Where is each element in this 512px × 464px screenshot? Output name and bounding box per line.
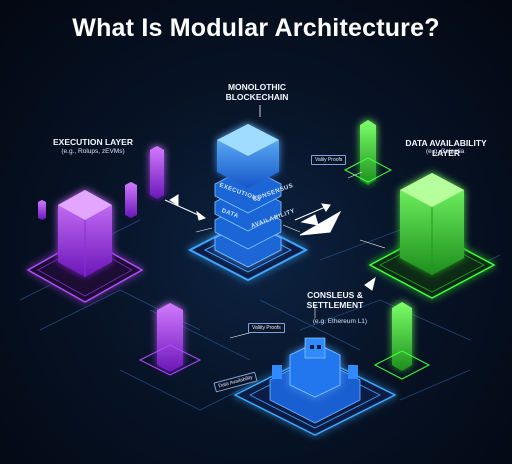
page-title: What Is Modular Architecture? <box>72 14 440 42</box>
consensus-castle <box>233 337 397 436</box>
execution-layer-example: (e.g., Rolups, zEVMs) <box>61 148 125 155</box>
execution-layer-block <box>26 190 144 303</box>
data-availability-block <box>368 173 496 299</box>
execution-layer-label: EXECUTION LAYER <box>53 137 133 147</box>
consensus-example: (e.g. Ethereum L1) <box>312 318 368 325</box>
data-availability-label: DATA AVAILABILITY LAYER <box>405 138 487 158</box>
consensus-label: CONSLEUS & SETTLEMENT <box>306 290 364 310</box>
validity-proofs-tag-bottom: Valiity Proofs <box>248 323 285 333</box>
monolithic-stack <box>187 124 309 282</box>
validity-proofs-tag-top: Valiiy Proofs <box>311 155 347 165</box>
execution-pillars <box>38 146 202 376</box>
monolithic-label: MONOLOTHIC BLOCKECHAIN <box>225 82 289 102</box>
data-availability-pillars <box>343 120 431 380</box>
data-availability-example: (e.g. Celestia <box>426 148 465 155</box>
